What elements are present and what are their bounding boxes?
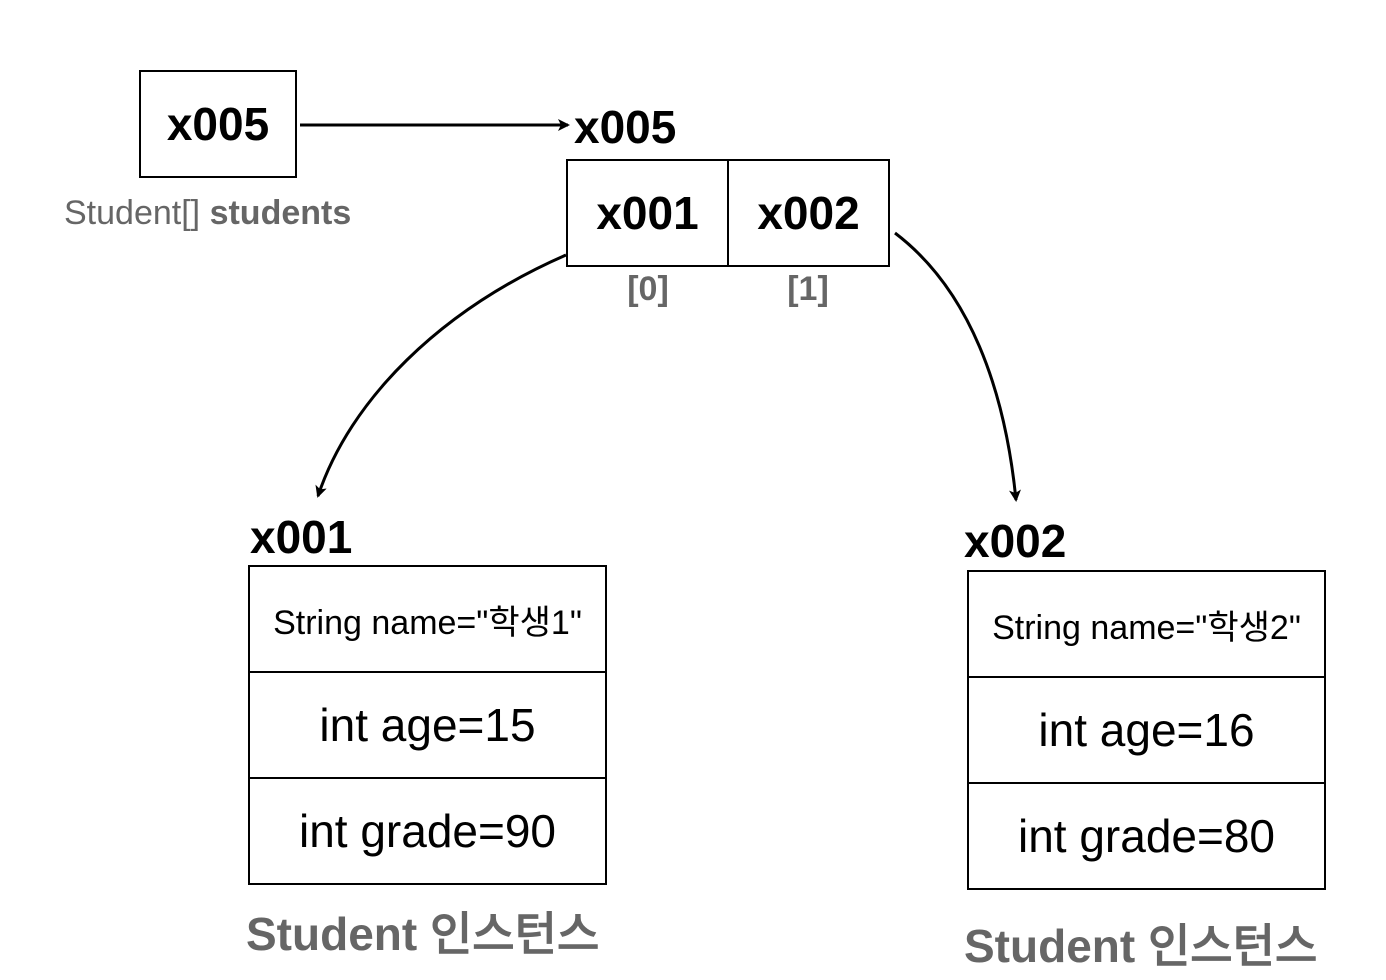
instance-2-field-age: int age=16: [969, 676, 1324, 782]
instance-2-field-grade: int grade=80: [969, 782, 1324, 888]
arrow-cell1-to-instance2: [894, 231, 1021, 502]
array-index-1: [1]: [787, 270, 829, 308]
reference-variable-box: x005: [139, 70, 297, 178]
array-address: x005: [574, 101, 677, 153]
instance-2-address: x002: [964, 515, 1067, 567]
array-cell-0: x001: [596, 187, 699, 239]
array-box: x001 x002: [566, 159, 890, 267]
instance-1-field-grade: int grade=90: [250, 777, 605, 883]
arrow-cell0-to-instance1: [315, 253, 567, 498]
instance-2-caption: Student 인스턴스: [964, 920, 1318, 972]
instance-1-field-name: String name="학생1": [273, 603, 582, 642]
instance-1-box: String name="학생1" int age=15 int grade=9…: [248, 565, 607, 885]
reference-variable-value: x005: [166, 98, 270, 150]
reference-variable-type: Student[]: [64, 194, 201, 232]
instance-1-caption: Student 인스턴스: [246, 908, 600, 960]
array-index-0: [0]: [627, 270, 669, 308]
instance-1-address: x001: [250, 511, 353, 563]
reference-variable-name: students: [209, 194, 352, 232]
array-cell-1: x002: [727, 161, 888, 265]
reference-variable-label: Student[] students: [64, 194, 351, 233]
instance-2-field-name: String name="학생2": [992, 608, 1301, 647]
instance-1-field-age: int age=15: [250, 671, 605, 777]
instance-2-box: String name="학생2" int age=16 int grade=8…: [967, 570, 1326, 890]
